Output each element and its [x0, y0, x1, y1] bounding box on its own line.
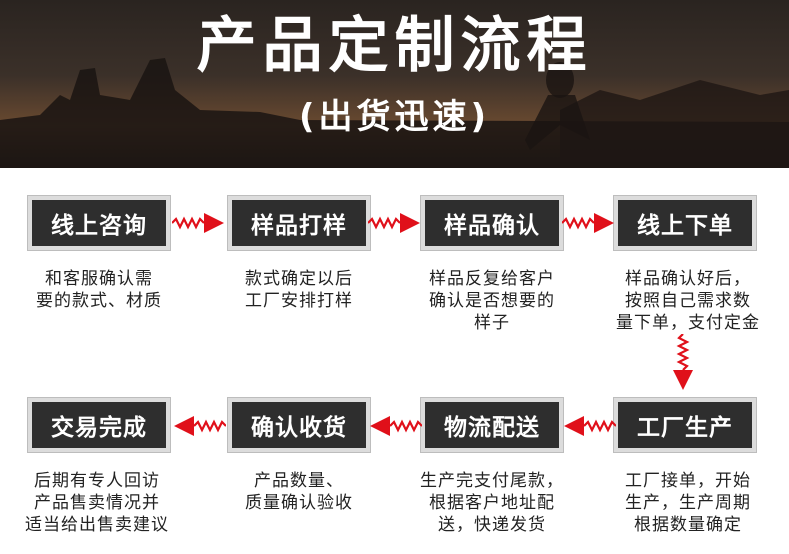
arrow-right-icon [368, 213, 420, 233]
step-label: 线上咨询 [51, 213, 147, 239]
step-description: 工厂接单，开始 生产，生产周期 根据数量确定 [625, 471, 751, 535]
step-box-logistics: 物流配送 [421, 398, 563, 452]
step-box-complete: 交易完成 [28, 398, 170, 452]
arrow-down-icon [673, 334, 693, 390]
step-label: 样品打样 [251, 213, 347, 239]
step-box-sample-confirm: 样品确认 [421, 196, 563, 250]
step-label: 线上下单 [637, 213, 733, 239]
step-label: 工厂生产 [637, 415, 733, 441]
step-description: 后期有专人回访 产品售卖情况并 适当给出售卖建议 [25, 471, 169, 535]
page-subtitle: (出货迅速) [298, 97, 491, 137]
step-label: 确认收货 [251, 415, 347, 441]
page-title: 产品定制流程 [196, 11, 593, 81]
step-description: 产品数量、 质量确认验收 [245, 471, 353, 513]
arrow-left-icon [564, 416, 616, 436]
step-description: 生产完支付尾款， 根据客户地址配 送，快递发货 [420, 471, 564, 535]
step-description: 款式确定以后 工厂安排打样 [245, 269, 353, 311]
step-label: 交易完成 [51, 415, 147, 441]
step-box-order: 线上下单 [614, 196, 756, 250]
step-label: 物流配送 [444, 415, 540, 441]
step-box-production: 工厂生产 [614, 398, 756, 452]
hero-background-image [0, 58, 789, 168]
arrow-left-icon [174, 416, 226, 436]
step-description: 样品确认好后， 按照自己需求数 量下单，支付定金 [616, 269, 760, 333]
arrow-right-icon [562, 213, 614, 233]
hero-banner: 产品定制流程 (出货迅速) [0, 0, 789, 168]
arrow-left-icon [370, 416, 422, 436]
step-box-receipt: 确认收货 [228, 398, 370, 452]
step-description: 样品反复给客户 确认是否想要的 样子 [429, 269, 555, 333]
step-box-consult: 线上咨询 [28, 196, 170, 250]
arrow-right-icon [172, 213, 224, 233]
step-box-sampling: 样品打样 [228, 196, 370, 250]
step-description: 和客服确认需 要的款式、材质 [36, 269, 162, 311]
step-label: 样品确认 [444, 213, 540, 239]
